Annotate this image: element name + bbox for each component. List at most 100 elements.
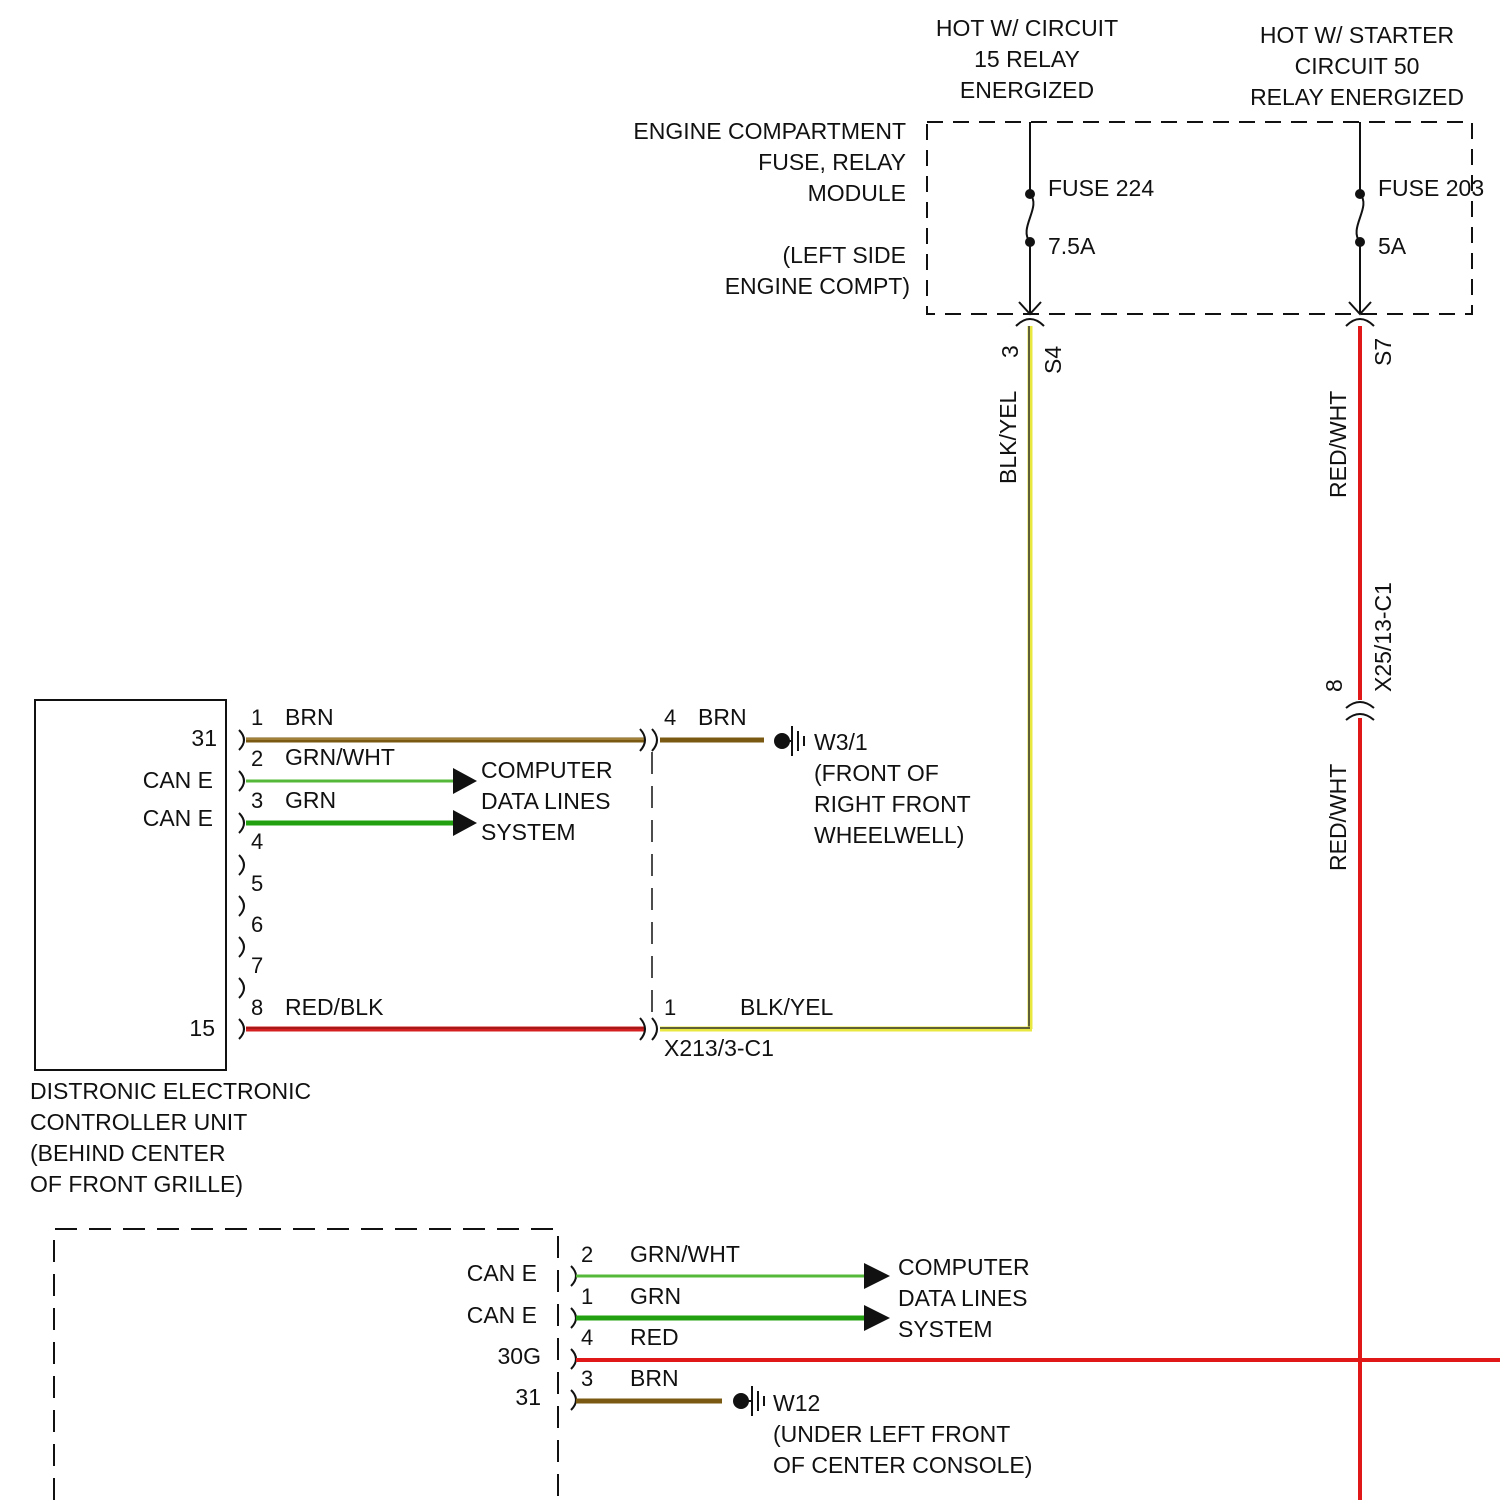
connector-x25-symbol xyxy=(1346,700,1374,720)
svg-text:31: 31 xyxy=(515,1384,541,1410)
svg-text:(BEHIND CENTER: (BEHIND CENTER xyxy=(30,1140,226,1166)
distronic-wire-p1-color: BRN xyxy=(285,704,334,730)
ground-label-w3: W3/1 (FRONT OF RIGHT FRONT WHEELWELL) xyxy=(814,729,971,848)
x213-pin1-color: BLK/YEL xyxy=(740,994,834,1020)
svg-text:CAN E: CAN E xyxy=(467,1260,537,1286)
svg-text:ENERGIZED: ENERGIZED xyxy=(960,77,1094,103)
hot-label-circuit50: HOT W/ STARTER CIRCUIT 50 RELAY ENERGIZE… xyxy=(1250,22,1464,110)
svg-text:31: 31 xyxy=(191,725,217,751)
fuse-203-terminal: S7 xyxy=(1370,338,1396,366)
svg-text:HOT W/ CIRCUIT: HOT W/ CIRCUIT xyxy=(936,15,1118,41)
x213-pin1: 1 xyxy=(664,995,676,1020)
fuse-224-rating: 7.5A xyxy=(1048,233,1096,259)
connector-x25-pin: 8 xyxy=(1321,679,1347,692)
fuse-224-name: FUSE 224 xyxy=(1048,175,1154,201)
svg-text:7: 7 xyxy=(251,953,263,978)
svg-text:BRN: BRN xyxy=(630,1365,679,1391)
distronic-name: DISTRONIC ELECTRONIC CONTROLLER UNIT (BE… xyxy=(30,1078,311,1197)
svg-text:(UNDER LEFT FRONT: (UNDER LEFT FRONT xyxy=(773,1421,1010,1447)
svg-text:CIRCUIT 50: CIRCUIT 50 xyxy=(1295,53,1420,79)
x213-name: X213/3-C1 xyxy=(664,1035,774,1061)
ground-label-w12: W12 (UNDER LEFT FRONT OF CENTER CONSOLE) xyxy=(773,1390,1032,1478)
connector-x213 xyxy=(640,729,657,1040)
svg-text:RIGHT FRONT: RIGHT FRONT xyxy=(814,791,971,817)
lower-module-pin-labels: CAN E CAN E 30G 31 xyxy=(467,1260,541,1410)
data-lines-label-2: COMPUTER DATA LINES SYSTEM xyxy=(898,1254,1030,1342)
fuse-module-label: ENGINE COMPARTMENT FUSE, RELAY MODULE (L… xyxy=(633,118,910,299)
wire-brn-distronic xyxy=(246,739,644,740)
fuse-module-box xyxy=(927,122,1472,314)
svg-text:COMPUTER: COMPUTER xyxy=(898,1254,1030,1280)
hot-label-circuit15: HOT W/ CIRCUIT 15 RELAY ENERGIZED xyxy=(936,15,1118,103)
svg-text:2: 2 xyxy=(581,1242,593,1267)
svg-text:5: 5 xyxy=(251,871,263,896)
svg-text:15: 15 xyxy=(189,1015,215,1041)
data-arrow-1a xyxy=(453,768,477,794)
svg-text:GRN: GRN xyxy=(630,1283,681,1309)
fuse-203 xyxy=(1346,122,1374,326)
data-arrow-2b xyxy=(864,1305,890,1331)
svg-text:15 RELAY: 15 RELAY xyxy=(974,46,1080,72)
fuse-203-rating: 5A xyxy=(1378,233,1407,259)
data-arrow-1b xyxy=(453,810,477,836)
svg-text:3: 3 xyxy=(251,788,263,813)
svg-text:DATA LINES: DATA LINES xyxy=(898,1285,1028,1311)
svg-text:WHEELWELL): WHEELWELL) xyxy=(814,822,964,848)
ground-icon-w3 xyxy=(774,726,804,756)
svg-text:OF FRONT GRILLE): OF FRONT GRILLE) xyxy=(30,1171,243,1197)
svg-text:30G: 30G xyxy=(498,1343,541,1369)
svg-text:RED: RED xyxy=(630,1324,679,1350)
svg-text:CAN E: CAN E xyxy=(467,1302,537,1328)
svg-text:1: 1 xyxy=(581,1284,593,1309)
svg-text:CONTROLLER UNIT: CONTROLLER UNIT xyxy=(30,1109,247,1135)
svg-text:2: 2 xyxy=(251,746,263,771)
distronic-pin-labels: 31 CAN E CAN E 15 xyxy=(143,725,217,1041)
svg-text:6: 6 xyxy=(251,912,263,937)
fuse-224 xyxy=(1016,122,1044,326)
distronic-connector xyxy=(239,730,244,1039)
svg-text:SYSTEM: SYSTEM xyxy=(481,819,576,845)
svg-text:DISTRONIC ELECTRONIC: DISTRONIC ELECTRONIC xyxy=(30,1078,311,1104)
distronic-wire-p3-color: GRN xyxy=(285,787,336,813)
fuse-203-name: FUSE 203 xyxy=(1378,175,1484,201)
svg-text:CAN E: CAN E xyxy=(143,805,213,831)
svg-text:ENGINE COMPARTMENT: ENGINE COMPARTMENT xyxy=(633,118,906,144)
svg-text:(LEFT SIDE: (LEFT SIDE xyxy=(782,242,906,268)
svg-text:SYSTEM: SYSTEM xyxy=(898,1316,993,1342)
svg-text:W3/1: W3/1 xyxy=(814,729,868,755)
fuse-224-terminal: S4 xyxy=(1040,346,1066,374)
svg-text:1: 1 xyxy=(251,705,263,730)
svg-text:W12: W12 xyxy=(773,1390,820,1416)
svg-text:OF CENTER CONSOLE): OF CENTER CONSOLE) xyxy=(773,1452,1032,1478)
distronic-wire-p2-color: GRN/WHT xyxy=(285,744,395,770)
svg-text:(FRONT OF: (FRONT OF xyxy=(814,760,939,786)
connector-x25-name: X25/13-C1 xyxy=(1370,582,1396,692)
svg-text:COMPUTER: COMPUTER xyxy=(481,757,613,783)
svg-text:RELAY ENERGIZED: RELAY ENERGIZED xyxy=(1250,84,1464,110)
x213-pin4: 4 xyxy=(664,705,676,730)
svg-text:3: 3 xyxy=(581,1366,593,1391)
distronic-wire-p8-color: RED/BLK xyxy=(285,994,384,1020)
lower-module-connector xyxy=(571,1266,576,1410)
fuse-224-pin: 3 xyxy=(997,345,1023,358)
wire-blk-yel-label: BLK/YEL xyxy=(995,390,1021,484)
svg-text:4: 4 xyxy=(581,1325,593,1350)
wire-red-wht-lower-label: RED/WHT xyxy=(1325,764,1351,871)
svg-text:4: 4 xyxy=(251,829,263,854)
svg-text:MODULE: MODULE xyxy=(808,180,906,206)
svg-text:CAN E: CAN E xyxy=(143,767,213,793)
svg-text:DATA LINES: DATA LINES xyxy=(481,788,611,814)
svg-text:8: 8 xyxy=(251,995,263,1020)
svg-text:FUSE, RELAY: FUSE, RELAY xyxy=(758,149,906,175)
data-lines-label-1: COMPUTER DATA LINES SYSTEM xyxy=(481,757,613,845)
x213-pin4-color: BRN xyxy=(698,704,747,730)
wire-blk-yel xyxy=(660,326,1032,1029)
wire-red-wht-upper-label: RED/WHT xyxy=(1325,391,1351,498)
distronic-pin-numbers: 1 2 3 4 5 6 7 8 xyxy=(251,705,263,1020)
svg-text:HOT W/ STARTER: HOT W/ STARTER xyxy=(1260,22,1454,48)
ground-icon-w12 xyxy=(733,1386,764,1416)
data-arrow-2a xyxy=(864,1263,890,1289)
wire-red-blk-distronic xyxy=(246,1028,644,1029)
svg-text:GRN/WHT: GRN/WHT xyxy=(630,1241,740,1267)
